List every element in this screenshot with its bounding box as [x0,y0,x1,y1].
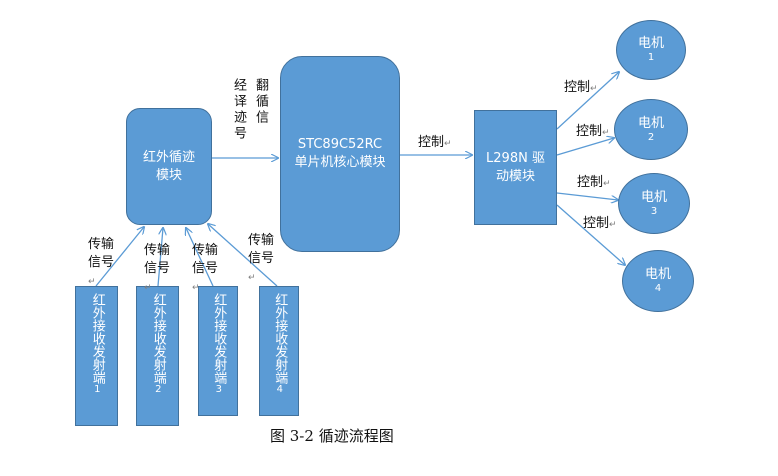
motor-label: 电机 [644,267,671,282]
arrow-sensor1-to-ir [95,227,144,287]
edge-label-transmit-2: 传输信号↵ [144,243,171,293]
motor-number: 1 [647,52,655,63]
arrow-sensor2-to-ir [157,228,163,287]
arrow-driver-to-motor4 [556,204,625,265]
mcu-core-module: STC89C52RC 单片机核心模块 [280,56,400,252]
motor-number: 3 [650,205,658,217]
motor-1: 电机 1 [616,20,686,80]
edge-label-control-motor3: 控制↵ [577,175,611,190]
ir-sensor-number: 2 [152,384,164,395]
edge-label-transmit-3: 传输信号↵ [192,243,219,293]
arrow-driver-to-motor2 [556,138,614,156]
ir-sensor-label: 红外接收发射端 [89,293,105,384]
edge-label-control-motor2: 控制↵ [576,124,610,139]
edge-label-control-motor4: 控制↵ [583,216,617,231]
mcu-core-module-label: STC89C52RC 单片机核心模块 [294,137,386,170]
arrow-sensor3-to-ir [186,228,214,287]
motor-number: 2 [647,131,655,143]
edge-label-transmit-4: 传输信号↵ [248,233,275,283]
motor-3: 电机 3 [618,173,690,234]
edge-label-translated-col1: 经译迹号 [231,78,246,142]
figure-caption: 图 3-2 循迹流程图 [270,427,394,445]
motor-label: 电机 [637,115,664,131]
ir-tracking-module-label: 红外循迹模块 [142,149,195,183]
ir-sensor-number: 4 [274,384,286,395]
ir-sensor-number: 3 [213,384,225,395]
edge-label-control-mcu-driver: 控制↵ [418,135,452,150]
motor-label: 电机 [640,189,667,205]
ir-tracking-module: 红外循迹模块 [126,108,212,225]
edge-label-transmit-1: 传输信号↵ [88,237,115,287]
ir-sensor-label: 红外接收发射端 [272,293,288,384]
edge-label-control-motor1: 控制↵ [564,80,598,95]
arrow-sensor4-to-ir [208,224,278,287]
arrow-driver-to-motor1 [556,72,619,130]
arrow-driver-to-motor3 [556,192,618,200]
motor-label: 电机 [637,36,664,51]
ir-sensor-number: 1 [91,384,103,395]
ir-sensor-label: 红外接收发射端 [150,293,166,384]
motor-2: 电机 2 [614,99,688,160]
motor-4: 电机 4 [622,250,694,312]
motor-number: 4 [654,283,662,294]
l298n-driver-module: L298N 驱动模块 [474,110,557,225]
ir-sensor-label: 红外接收发射端 [211,293,227,384]
l298n-driver-module-label: L298N 驱动模块 [486,150,545,184]
edge-label-translated-col2: 翻循信 [253,78,268,126]
